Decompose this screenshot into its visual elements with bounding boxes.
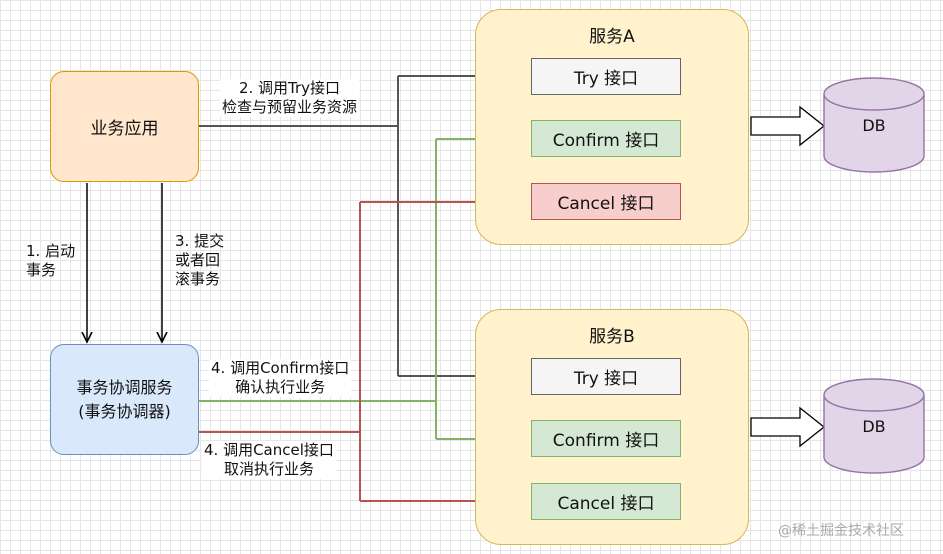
coordinator-node: 事务协调服务 (事务协调器) (50, 344, 199, 455)
db-b-label: DB (862, 417, 886, 436)
edge-label-try: 2. 调用Try接口 检查与预留业务资源 (220, 79, 360, 117)
block-arrow-db-a (750, 105, 826, 147)
edge-label-confirm: 4. 调用Confirm接口 确认执行业务 (209, 359, 352, 397)
edge-label-cancel: 4. 调用Cancel接口 取消执行业务 (202, 441, 336, 479)
business-app-label: 业务应用 (90, 119, 159, 139)
edge-label-commit: 3. 提交 或者回 滚事务 (173, 232, 226, 289)
service-b-title: 服务B (589, 327, 635, 347)
coordinator-label-line2: (事务协调器) (78, 401, 171, 421)
edge-label-confirm-line1: 4. 调用Confirm接口 (211, 359, 350, 377)
watermark: @稀土掘金技术社区 (778, 523, 904, 539)
service-b-try-interface: Try 接口 (531, 358, 681, 395)
service-a-title: 服务A (589, 27, 635, 47)
edge-label-try-line2: 检查与预留业务资源 (222, 98, 358, 116)
edge-label-confirm-line2: 确认执行业务 (235, 378, 326, 396)
edge-label-try-line1: 2. 调用Try接口 (238, 79, 341, 97)
edge-label-start: 1. 启动 事务 (24, 242, 77, 280)
edge-try-call (199, 76, 528, 376)
edge-label-start-line2: 事务 (26, 261, 57, 279)
db-cylinder-a (823, 77, 925, 173)
service-a-confirm-interface: Confirm 接口 (531, 120, 681, 157)
block-arrow-db-b (750, 406, 826, 448)
edge-label-commit-line1: 3. 提交 (175, 232, 225, 250)
edge-label-commit-line3: 滚事务 (175, 270, 221, 288)
edge-label-commit-line2: 或者回 (175, 251, 221, 269)
db-cylinder-b (823, 378, 925, 474)
db-a-label: DB (862, 116, 886, 135)
service-a-cancel-interface: Cancel 接口 (531, 183, 681, 220)
business-app-node: 业务应用 (50, 71, 199, 182)
service-a-try-interface: Try 接口 (531, 58, 681, 95)
edge-label-cancel-line1: 4. 调用Cancel接口 (204, 441, 334, 459)
edge-label-start-line1: 1. 启动 (26, 242, 76, 260)
service-b-cancel-interface: Cancel 接口 (531, 483, 681, 520)
service-b-confirm-interface: Confirm 接口 (531, 420, 681, 457)
coordinator-label-line1: 事务协调服务 (76, 377, 173, 397)
edge-label-cancel-line2: 取消执行业务 (223, 460, 314, 478)
